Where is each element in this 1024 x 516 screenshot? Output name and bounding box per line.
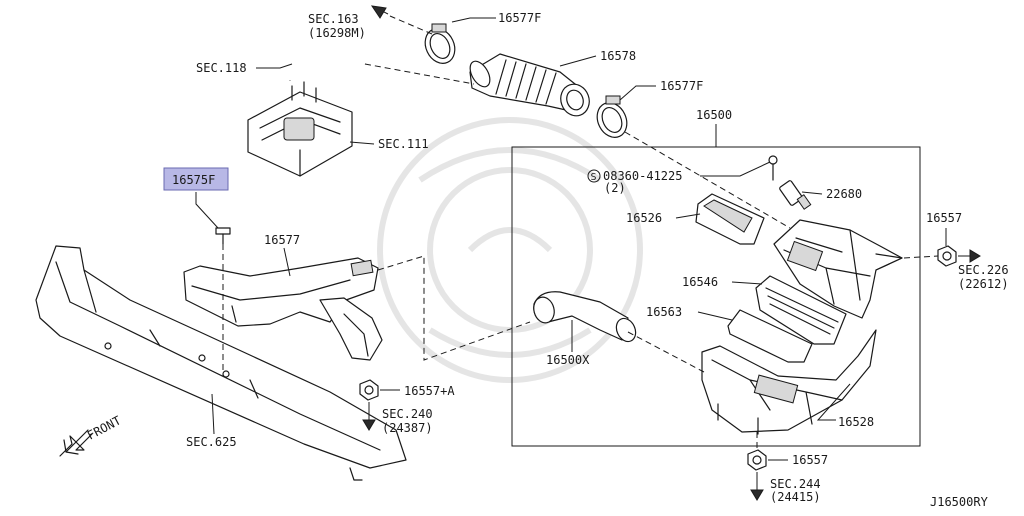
grommet-16557-right[interactable] [937, 245, 957, 267]
label-sec625[interactable]: SEC.625 [186, 435, 237, 449]
radiator-core-support-sec625[interactable] [35, 245, 407, 481]
engine-cover-sec111[interactable] [247, 81, 353, 177]
part-highlight-16575F[interactable] [163, 167, 229, 191]
label-sec244[interactable]: SEC.244 [770, 477, 821, 491]
hose-sec118[interactable] [287, 53, 366, 81]
label-bolt-spec: 08360-41225 [603, 169, 682, 183]
grommet-16557-bottom[interactable] [747, 449, 767, 471]
arrow-sec240 [362, 402, 376, 431]
label-16575F[interactable]: 16575F [172, 173, 215, 187]
bolt-16575F[interactable] [215, 227, 231, 245]
label-front: FRONT [85, 413, 123, 442]
leader-sec118 [256, 63, 293, 69]
label-sec244-sub: (24415) [770, 490, 821, 504]
label-16528[interactable]: 16528 [838, 415, 874, 429]
leader-16577F-top [451, 17, 496, 23]
label-16563[interactable]: 16563 [646, 305, 682, 319]
sensor-22680[interactable] [779, 180, 812, 210]
bolt-spec-label[interactable]: S 08360-41225 [587, 169, 682, 183]
arrow-front [59, 429, 93, 457]
label-sec240-sub: (24387) [382, 421, 433, 435]
circled-s-icon [587, 169, 601, 183]
filter-element-16546[interactable] [755, 275, 847, 345]
air-duct-16577[interactable] [183, 257, 383, 361]
label-16526[interactable]: 16526 [626, 211, 662, 225]
leader-16546 [731, 281, 763, 285]
label-bolt-qty: (2) [604, 181, 626, 195]
lower-case-16528[interactable] [701, 329, 877, 435]
label-sec163[interactable]: SEC.163 [308, 12, 359, 26]
leader-16575F [195, 192, 219, 229]
circled-s-letter: S [591, 172, 597, 183]
leader-sec111 [349, 141, 375, 145]
label-sec226[interactable]: SEC.226 [958, 263, 1009, 277]
label-16577F-mid[interactable]: 16577F [660, 79, 703, 93]
label-16500[interactable]: 16500 [696, 108, 732, 122]
leader-22680 [801, 191, 823, 195]
resonator-hose-16500X[interactable] [531, 291, 639, 345]
leader-16563 [697, 311, 733, 321]
leader-16577F-mid [619, 85, 656, 101]
cover-16526[interactable] [695, 193, 765, 245]
label-16557-right[interactable]: 16557 [926, 211, 962, 225]
label-16546[interactable]: 16546 [682, 275, 718, 289]
label-16557A[interactable]: 16557+A [404, 384, 455, 398]
leader-bolt [700, 161, 771, 177]
label-16557-bottom[interactable]: 16557 [792, 453, 828, 467]
watermark-emblem [377, 117, 643, 383]
label-16577F-top[interactable]: 16577F [498, 11, 541, 25]
bolt-08360-41225[interactable] [768, 155, 778, 181]
upper-case[interactable] [773, 219, 903, 319]
label-22680[interactable]: 22680 [826, 187, 862, 201]
label-sec240[interactable]: SEC.240 [382, 407, 433, 421]
label-sec226-sub: (22612) [958, 277, 1009, 291]
leader-sec625 [211, 393, 215, 435]
leader-16577 [283, 247, 291, 277]
label-16578[interactable]: 16578 [600, 49, 636, 63]
leader-16578 [559, 55, 597, 67]
arrow-sec244 [750, 472, 764, 501]
label-sec163-sub: (16298M) [308, 26, 366, 40]
leader-16526 [675, 213, 701, 219]
air-duct-16578[interactable] [466, 53, 594, 120]
leader-16528 [816, 383, 851, 421]
label-sec111[interactable]: SEC.111 [378, 137, 429, 151]
label-16500X[interactable]: 16500X [546, 353, 590, 367]
arrow-sec226 [958, 249, 981, 263]
arrow-sec163 [370, 5, 389, 19]
grommet-16557A[interactable] [359, 379, 379, 401]
filter-16563[interactable] [727, 309, 813, 363]
label-sec118[interactable]: SEC.118 [196, 61, 247, 75]
label-16577[interactable]: 16577 [264, 233, 300, 247]
clamp-16577F-mid[interactable] [592, 95, 633, 142]
clamp-16577F-top[interactable] [420, 23, 461, 68]
diagram-id: J16500RY [930, 495, 989, 509]
